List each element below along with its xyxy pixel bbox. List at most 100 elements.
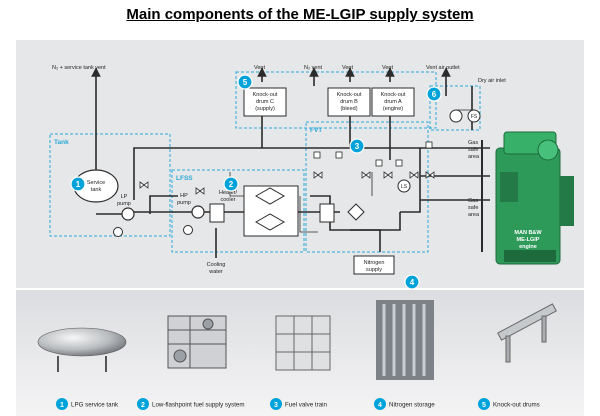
legend-item: 3 Fuel valve train	[270, 398, 328, 410]
gas-safe-1-line3: area	[468, 154, 480, 160]
nitrogen-supply-box	[353, 255, 395, 275]
knockout-c-line3: (supply)	[255, 106, 275, 112]
fan-symbol	[449, 109, 463, 123]
gas-safe-2-line2: safe	[468, 205, 478, 211]
legend-item: 4 Nitrogen storage	[374, 398, 435, 410]
engine-line2: ME-LGIP	[517, 237, 540, 243]
callout-3: 3	[349, 138, 365, 154]
legend-item: 1 LPG service tank	[56, 398, 119, 410]
photo-knockout-drums	[497, 303, 557, 363]
ls-symbol	[397, 179, 411, 193]
knockout-a-line2: drum A	[384, 99, 402, 105]
nitrogen-supply-line1: Nitrogen	[364, 260, 385, 266]
service-tank-line1: Service	[87, 180, 105, 186]
knockout-c-line1: Knock-out	[253, 92, 278, 98]
legend-number: 5	[482, 402, 486, 409]
label-vent-air-outlet: Vent air outlet	[426, 65, 460, 71]
filter-block	[243, 185, 299, 237]
gas-safe-1-line1: Gas	[468, 140, 478, 146]
service-tank-line2: tank	[91, 187, 102, 193]
cooling-water-line1: Cooling	[207, 262, 226, 268]
knockout-drum-b	[327, 87, 371, 117]
lp-pump-line2: pump	[117, 201, 131, 207]
zone-tank-label: Tank	[54, 139, 69, 146]
hp-pump-symbol	[191, 205, 205, 219]
label-vent-3: Vent	[382, 65, 393, 71]
knockout-b-line1: Knock-out	[337, 92, 362, 98]
knockout-b-line3: (bleed)	[340, 106, 357, 112]
legend-label: LPG service tank	[71, 402, 119, 409]
gas-safe-2-line1: Gas	[468, 198, 478, 204]
knockout-b-line2: drum B	[340, 99, 358, 105]
fs-label: FS	[471, 114, 478, 120]
fs-symbol	[467, 109, 481, 123]
label-vent-1: Vent	[254, 65, 265, 71]
knockout-a-line1: Knock-out	[381, 92, 406, 98]
photo-lfss-unit	[167, 315, 227, 369]
knockout-drum-c	[243, 87, 287, 117]
lp-motor-symbol	[113, 227, 123, 237]
cooling-water-line2: water	[208, 269, 223, 275]
callout-1: 1	[70, 176, 86, 192]
label-vent-2: Vent	[342, 65, 353, 71]
heater-cooler-line2: cooler	[221, 197, 236, 203]
legend-number: 4	[378, 402, 382, 409]
callout-number: 2	[229, 180, 234, 189]
label-n2-service-vent: N₂ + service tank vent	[52, 65, 106, 71]
heater-cooler-symbol	[209, 203, 225, 223]
callout-6: 6	[426, 86, 442, 102]
callout-group: 1 2 3 4 5 6	[70, 74, 442, 290]
legend: 1 LPG service tank 2 Low-flashpoint fuel su…	[56, 398, 540, 410]
hp-motor-symbol	[183, 225, 193, 235]
legend-label: Low-flashpoint fuel supply system	[152, 402, 245, 409]
callout-2: 2	[223, 176, 239, 192]
zone-vent-box	[429, 85, 481, 131]
hp-pump-line2: pump	[177, 200, 191, 206]
knockout-a-line3: (engine)	[383, 106, 403, 112]
callout-number: 6	[432, 90, 437, 99]
fvt-filter-symbol	[319, 203, 335, 223]
photo-lpg-tank	[37, 327, 127, 372]
callout-number: 4	[410, 278, 415, 287]
zone-lfss-label: LFSS	[176, 175, 193, 182]
engine-graphic	[495, 131, 574, 265]
legend-item: 5 Knock-out drums	[478, 398, 540, 410]
knockout-c-line2: drum C	[256, 99, 274, 105]
label-dry-air-inlet: Dry air inlet	[478, 78, 506, 84]
engine-line3: engine	[519, 244, 537, 250]
legend-label: Knock-out drums	[493, 402, 540, 409]
piping	[91, 67, 490, 258]
photo-fuel-valve-train	[275, 315, 331, 371]
zone-tank-box	[49, 133, 171, 237]
zone-fvt-label: FVT	[310, 127, 322, 134]
figure-title: Main components of the ME-LGIP supply sy…	[126, 6, 474, 23]
legend-number: 1	[60, 402, 64, 409]
hp-pump-line1: HP	[180, 193, 188, 199]
zone-fvt-box	[305, 121, 429, 253]
nitrogen-supply-line2: supply	[366, 267, 382, 273]
legend-label: Fuel valve train	[285, 402, 328, 409]
legend-label: Nitrogen storage	[389, 402, 435, 409]
callout-number: 3	[355, 142, 360, 151]
legend-number: 3	[274, 402, 278, 409]
lp-pump-line1: LP	[121, 194, 128, 200]
gas-safe-2-line3: area	[468, 212, 480, 218]
callout-4: 4	[404, 274, 420, 290]
label-n2-vent: N₂ vent	[304, 65, 323, 71]
knockout-drum-a	[371, 87, 415, 117]
legend-item: 2 Low-flashpoint fuel supply system	[137, 398, 245, 410]
callout-number: 1	[76, 180, 81, 189]
zone-lfss-box	[171, 169, 305, 253]
lp-pump-symbol	[121, 207, 135, 221]
diagram-panel	[16, 40, 584, 288]
callout-5: 5	[237, 74, 253, 90]
legend-number: 2	[141, 402, 145, 409]
callout-number: 5	[243, 78, 248, 87]
gas-safe-1-line2: safe	[468, 147, 478, 153]
heater-cooler-line1: Heater/	[219, 190, 238, 196]
ls-label: LS	[401, 184, 408, 190]
engine-line1: MAN B&W	[514, 230, 542, 236]
photo-nitrogen-storage	[376, 300, 434, 380]
